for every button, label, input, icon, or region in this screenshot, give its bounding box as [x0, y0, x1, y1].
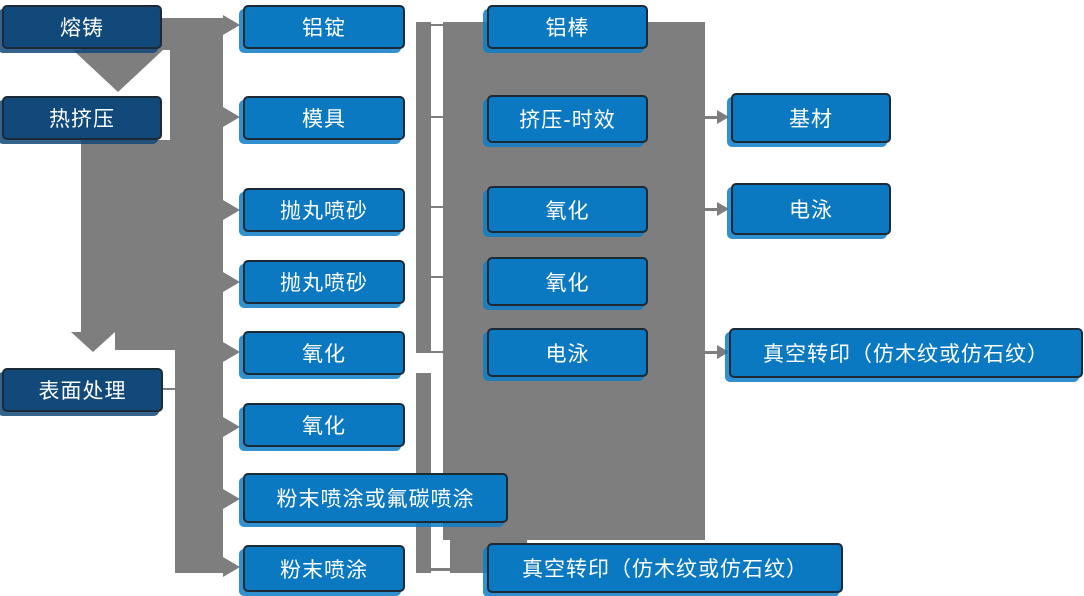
connector-mid-bar-upper	[416, 22, 431, 353]
node-surface-treatment: 表面处理	[2, 368, 163, 412]
node-mold: 模具	[243, 96, 405, 140]
node-electrophoresis-2: 电泳	[731, 183, 891, 235]
node-base-material: 基材	[731, 93, 891, 143]
node-hot-extrusion: 热挤压	[2, 96, 162, 140]
connector-left-slab-upper	[170, 50, 223, 140]
line-surface-treatment-to-slab	[163, 388, 177, 390]
node-label: 真空转印（仿木纹或仿石纹）	[763, 342, 1049, 366]
arrow-to-powder-fluorocarbon-coating	[223, 489, 240, 509]
arrow-head-to-base-material	[717, 110, 729, 124]
merge-line-shot-blasting-1	[431, 206, 443, 208]
arrow-to-mold	[223, 107, 240, 127]
arrow-head-to-vacuum-transfer	[717, 345, 729, 359]
node-aluminum-ingot: 铝锭	[243, 5, 405, 49]
node-label: 氧化	[302, 414, 346, 438]
arrow-head-to-electrophoresis	[717, 202, 729, 216]
node-label: 抛丸喷砂	[280, 199, 368, 223]
node-electrophoresis-1: 电泳	[487, 328, 648, 377]
node-label: 氧化	[545, 198, 590, 223]
merge-line-vacuum-transfer-bottom	[431, 568, 489, 571]
node-extrusion-aging: 挤压-时效	[487, 95, 648, 143]
node-melting-casting: 熔铸	[2, 5, 162, 49]
node-label: 表面处理	[38, 379, 127, 403]
connector-left-slab-lower	[175, 350, 223, 573]
node-label: 粉末喷涂或氟碳喷涂	[276, 487, 475, 511]
node-label: 铝锭	[302, 16, 346, 40]
node-aluminum-rod: 铝棒	[487, 5, 648, 49]
arrow-line-to-base-material	[705, 116, 718, 119]
node-label: 热挤压	[49, 107, 115, 131]
node-shot-blasting-1: 抛丸喷砂	[243, 188, 405, 232]
merge-line-aluminum-ingot	[431, 24, 443, 26]
node-label: 真空转印（仿木纹或仿石纹）	[522, 557, 808, 581]
arrow-down-to-hot-extrusion	[73, 50, 163, 92]
arrow-to-powder-coating	[223, 557, 240, 577]
merge-line-oxidation-1	[431, 351, 443, 353]
arrow-to-aluminum-ingot	[223, 15, 240, 35]
connector-left-slab-fill	[115, 332, 223, 350]
node-label: 抛丸喷砂	[280, 271, 368, 295]
arrow-to-shot-blasting-2	[223, 272, 240, 292]
arrow-to-oxidation-2	[223, 417, 240, 437]
node-label: 基材	[789, 107, 833, 131]
node-label: 挤压-时效	[519, 108, 616, 132]
node-vacuum-transfer-bottom: 真空转印（仿木纹或仿石纹）	[487, 543, 843, 593]
node-oxidation-1: 氧化	[243, 331, 405, 375]
arrow-line-to-electrophoresis	[705, 208, 718, 211]
node-powder-coating: 粉末喷涂	[243, 545, 405, 592]
node-label: 模具	[302, 107, 346, 131]
node-oxidation-2: 氧化	[243, 403, 405, 447]
arrow-down-to-surface-treatment	[71, 332, 115, 352]
node-label: 熔铸	[60, 16, 104, 40]
arrow-to-shot-blasting-1	[223, 200, 240, 220]
node-label: 氧化	[302, 342, 346, 366]
arrow-line-to-vacuum-transfer	[705, 351, 718, 354]
node-vacuum-transfer-right: 真空转印（仿木纹或仿石纹）	[729, 328, 1083, 378]
node-label: 电泳	[789, 198, 833, 222]
node-shot-blasting-2: 抛丸喷砂	[243, 260, 405, 304]
arrow-to-oxidation-1	[223, 342, 240, 362]
node-powder-or-fluorocarbon-coating: 粉末喷涂或氟碳喷涂	[243, 473, 508, 523]
node-oxidation-3: 氧化	[487, 186, 648, 233]
merge-line-mold	[431, 116, 443, 118]
connector-left-slab-main	[81, 140, 223, 332]
node-label: 电泳	[545, 341, 590, 366]
node-label: 氧化	[545, 270, 590, 295]
node-label: 粉末喷涂	[280, 557, 368, 582]
node-label: 铝棒	[545, 16, 590, 40]
node-oxidation-4: 氧化	[487, 257, 648, 306]
merge-line-shot-blasting-2	[431, 276, 443, 278]
